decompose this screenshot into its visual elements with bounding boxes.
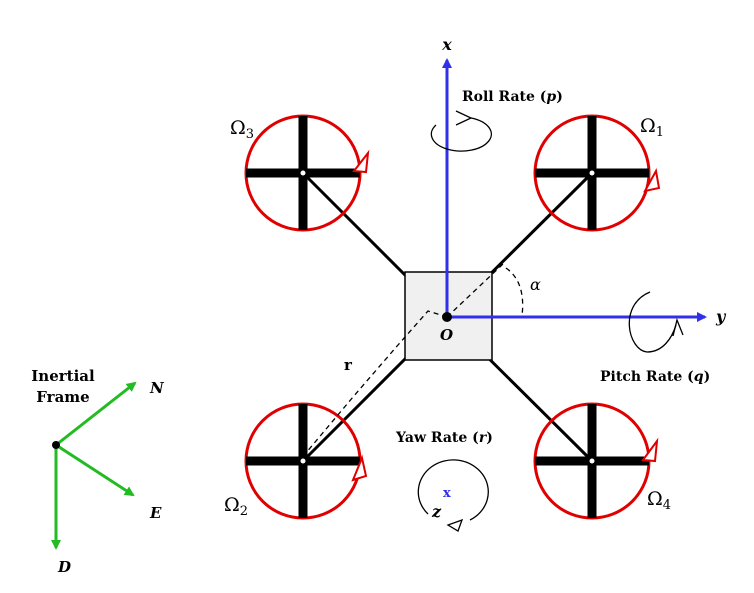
yaw-rate-label: Yaw Rate (r) bbox=[395, 430, 493, 446]
east-axis bbox=[55, 443, 135, 497]
roll-rate-indicator bbox=[430, 110, 492, 152]
rotor-4-label: Ω4 bbox=[647, 488, 671, 513]
north-axis bbox=[55, 381, 137, 447]
alpha-label: α bbox=[530, 275, 541, 294]
rotor-2 bbox=[244, 402, 368, 520]
rotor-hub bbox=[589, 170, 595, 176]
rotation-arrow bbox=[352, 149, 370, 174]
rotor-hub bbox=[300, 458, 306, 464]
alpha-angle-arc bbox=[505, 267, 524, 317]
rotor-4 bbox=[533, 402, 659, 520]
origin-label: O bbox=[440, 326, 453, 344]
rotor-1-label: Ω1 bbox=[640, 115, 664, 140]
inertial-frame-axes bbox=[51, 381, 137, 550]
x-axis-label: x bbox=[441, 35, 452, 54]
z-axis-label: z bbox=[431, 502, 442, 521]
rotor-hub bbox=[300, 170, 306, 176]
rotation-arrow bbox=[643, 168, 661, 193]
inertial-frame-title-line1: Inertial bbox=[31, 367, 95, 385]
arm-length-dashed-line bbox=[299, 310, 448, 461]
yaw-rate-indicator bbox=[417, 459, 489, 532]
rotation-arrow bbox=[351, 454, 368, 482]
y-axis-label: y bbox=[715, 307, 727, 326]
pitch-rate-indicator bbox=[628, 291, 684, 353]
rotor-1 bbox=[533, 114, 661, 232]
origin-point bbox=[442, 312, 452, 322]
pitch-rate-label: Pitch Rate (q) bbox=[600, 369, 710, 385]
rotation-arrow bbox=[641, 437, 659, 463]
rotor-3-label: Ω3 bbox=[230, 117, 254, 142]
arm-length-label: r bbox=[344, 356, 353, 374]
roll-rate-label: Roll Rate (p) bbox=[462, 89, 563, 105]
inertial-origin bbox=[52, 441, 60, 449]
rotor-3 bbox=[244, 114, 370, 232]
rotor-2-label: Ω2 bbox=[224, 494, 248, 519]
z-axis-mark: x bbox=[443, 486, 451, 501]
down-label: D bbox=[57, 558, 71, 576]
east-label: E bbox=[149, 504, 162, 522]
inertial-frame-title-line2: Frame bbox=[36, 388, 89, 406]
north-label: N bbox=[149, 379, 165, 397]
diagonal-dashed-line bbox=[446, 263, 504, 318]
rotor-hub bbox=[589, 458, 595, 464]
